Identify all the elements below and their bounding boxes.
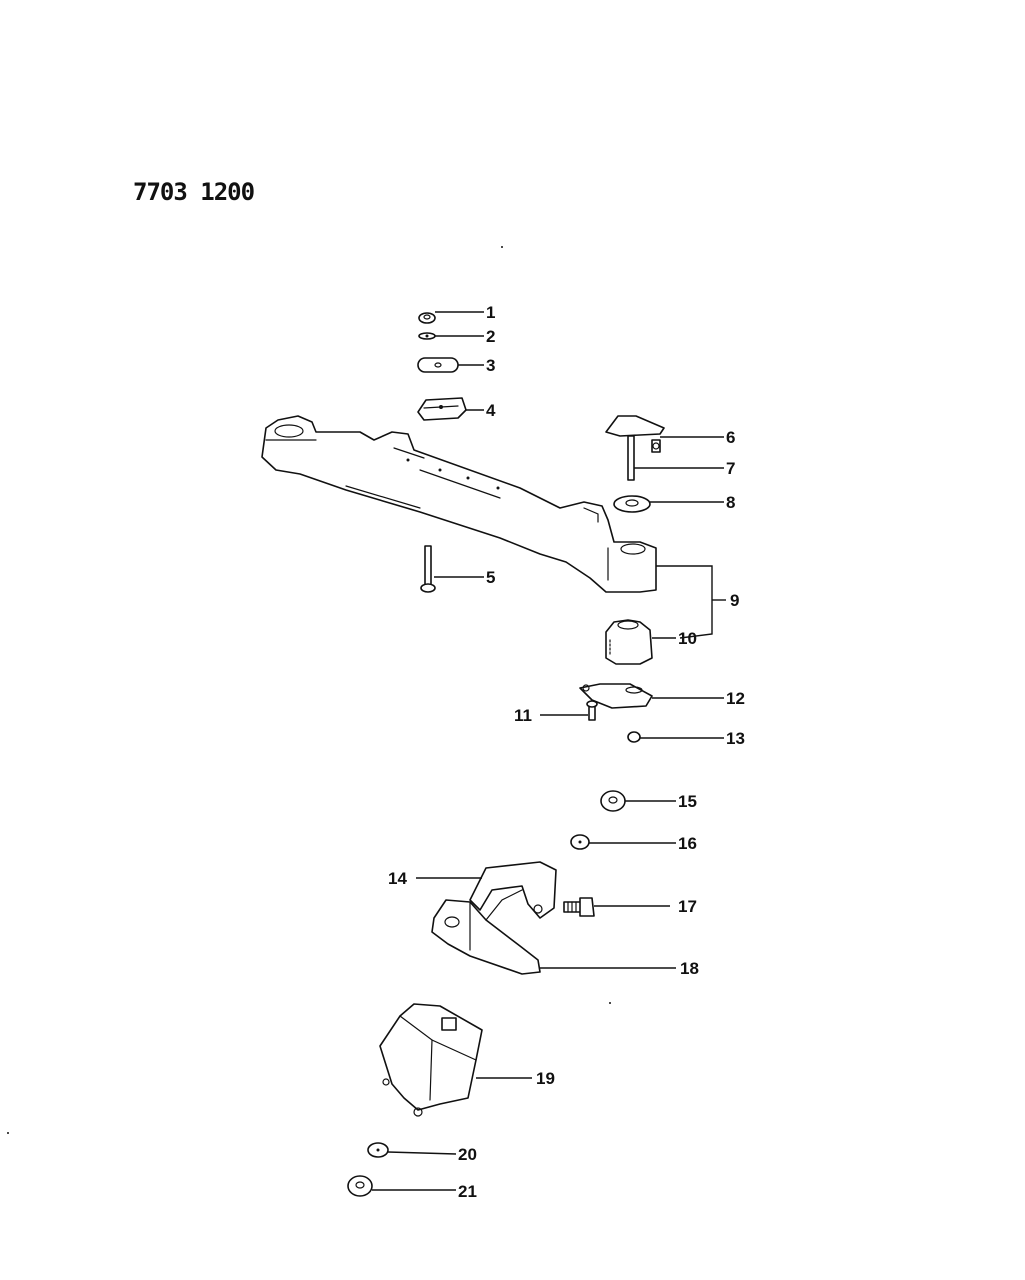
callout-15: 15 <box>678 792 697 811</box>
part-5-bolt <box>420 545 436 593</box>
part-12-retainer <box>579 683 653 709</box>
part-21-nut <box>347 1175 373 1197</box>
part-17-bolt <box>563 897 595 917</box>
callout-5: 5 <box>486 568 495 587</box>
callout-6: 6 <box>726 428 735 447</box>
callout-12: 12 <box>726 689 745 708</box>
callout-7: 7 <box>726 459 735 478</box>
callout-2: 2 <box>486 327 495 346</box>
callout-13: 13 <box>726 729 745 748</box>
callout-20: 20 <box>458 1145 477 1164</box>
part-16-washer <box>570 834 590 850</box>
scan-speck <box>609 1002 611 1004</box>
callout-10: 10 <box>678 629 697 648</box>
crossmember <box>261 415 657 593</box>
part-4-bracket <box>417 397 467 421</box>
part-3-plate <box>417 357 459 373</box>
callout-11: 11 <box>514 706 532 725</box>
callout-4: 4 <box>486 401 496 420</box>
part-1-nut <box>418 312 436 324</box>
callout-14: 14 <box>388 869 407 888</box>
document-number: 7703 1200 <box>133 178 255 206</box>
callout-21: 21 <box>458 1182 477 1201</box>
part-15-nut <box>600 790 626 812</box>
part-6-bracket <box>605 415 665 453</box>
callout-17: 17 <box>678 897 697 916</box>
callout-8: 8 <box>726 493 735 512</box>
part-7-stud <box>627 435 635 481</box>
callout-16: 16 <box>678 834 697 853</box>
part-2-washer <box>418 332 436 340</box>
part-19-insulator <box>379 1003 483 1117</box>
scan-speck <box>7 1132 9 1134</box>
callout-3: 3 <box>486 356 495 375</box>
part-14-engine-mount-bracket <box>431 861 557 975</box>
scan-speck <box>501 246 503 248</box>
callout-9: 9 <box>730 591 739 610</box>
part-10-bushing <box>605 619 653 665</box>
callout-19: 19 <box>536 1069 555 1088</box>
leader-lines <box>372 311 726 1191</box>
part-11-bolt <box>586 700 598 721</box>
part-8-washer <box>613 495 651 513</box>
callout-18: 18 <box>680 959 699 978</box>
part-20-washer <box>367 1142 389 1158</box>
part-13-nut <box>627 731 641 743</box>
callout-1: 1 <box>486 303 495 322</box>
